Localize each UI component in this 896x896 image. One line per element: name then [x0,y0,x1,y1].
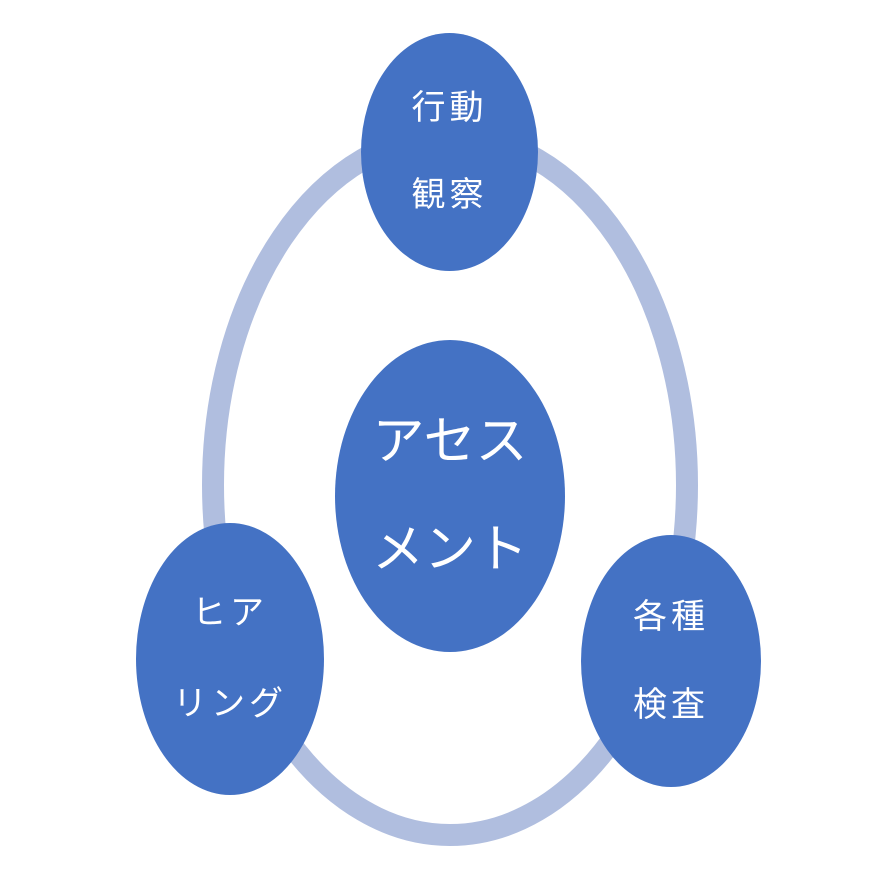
node-assessment-line1: アセス [372,412,528,472]
node-various-tests-line2: 検査 [633,685,709,725]
node-behavior-observation: 行動 観察 [361,33,538,271]
node-various-tests-line1: 各種 [633,597,709,637]
node-various-tests: 各種 検査 [581,535,761,787]
node-hearing: ヒア リング [136,523,324,795]
node-hearing-line2: リング [173,684,287,724]
node-assessment-line2: メント [371,520,528,580]
node-hearing-line1: ヒア [192,593,268,633]
node-behavior-observation-line1: 行動 [411,88,488,128]
node-behavior-observation-line2: 観察 [411,175,488,215]
node-assessment-center: アセス メント [335,340,565,652]
